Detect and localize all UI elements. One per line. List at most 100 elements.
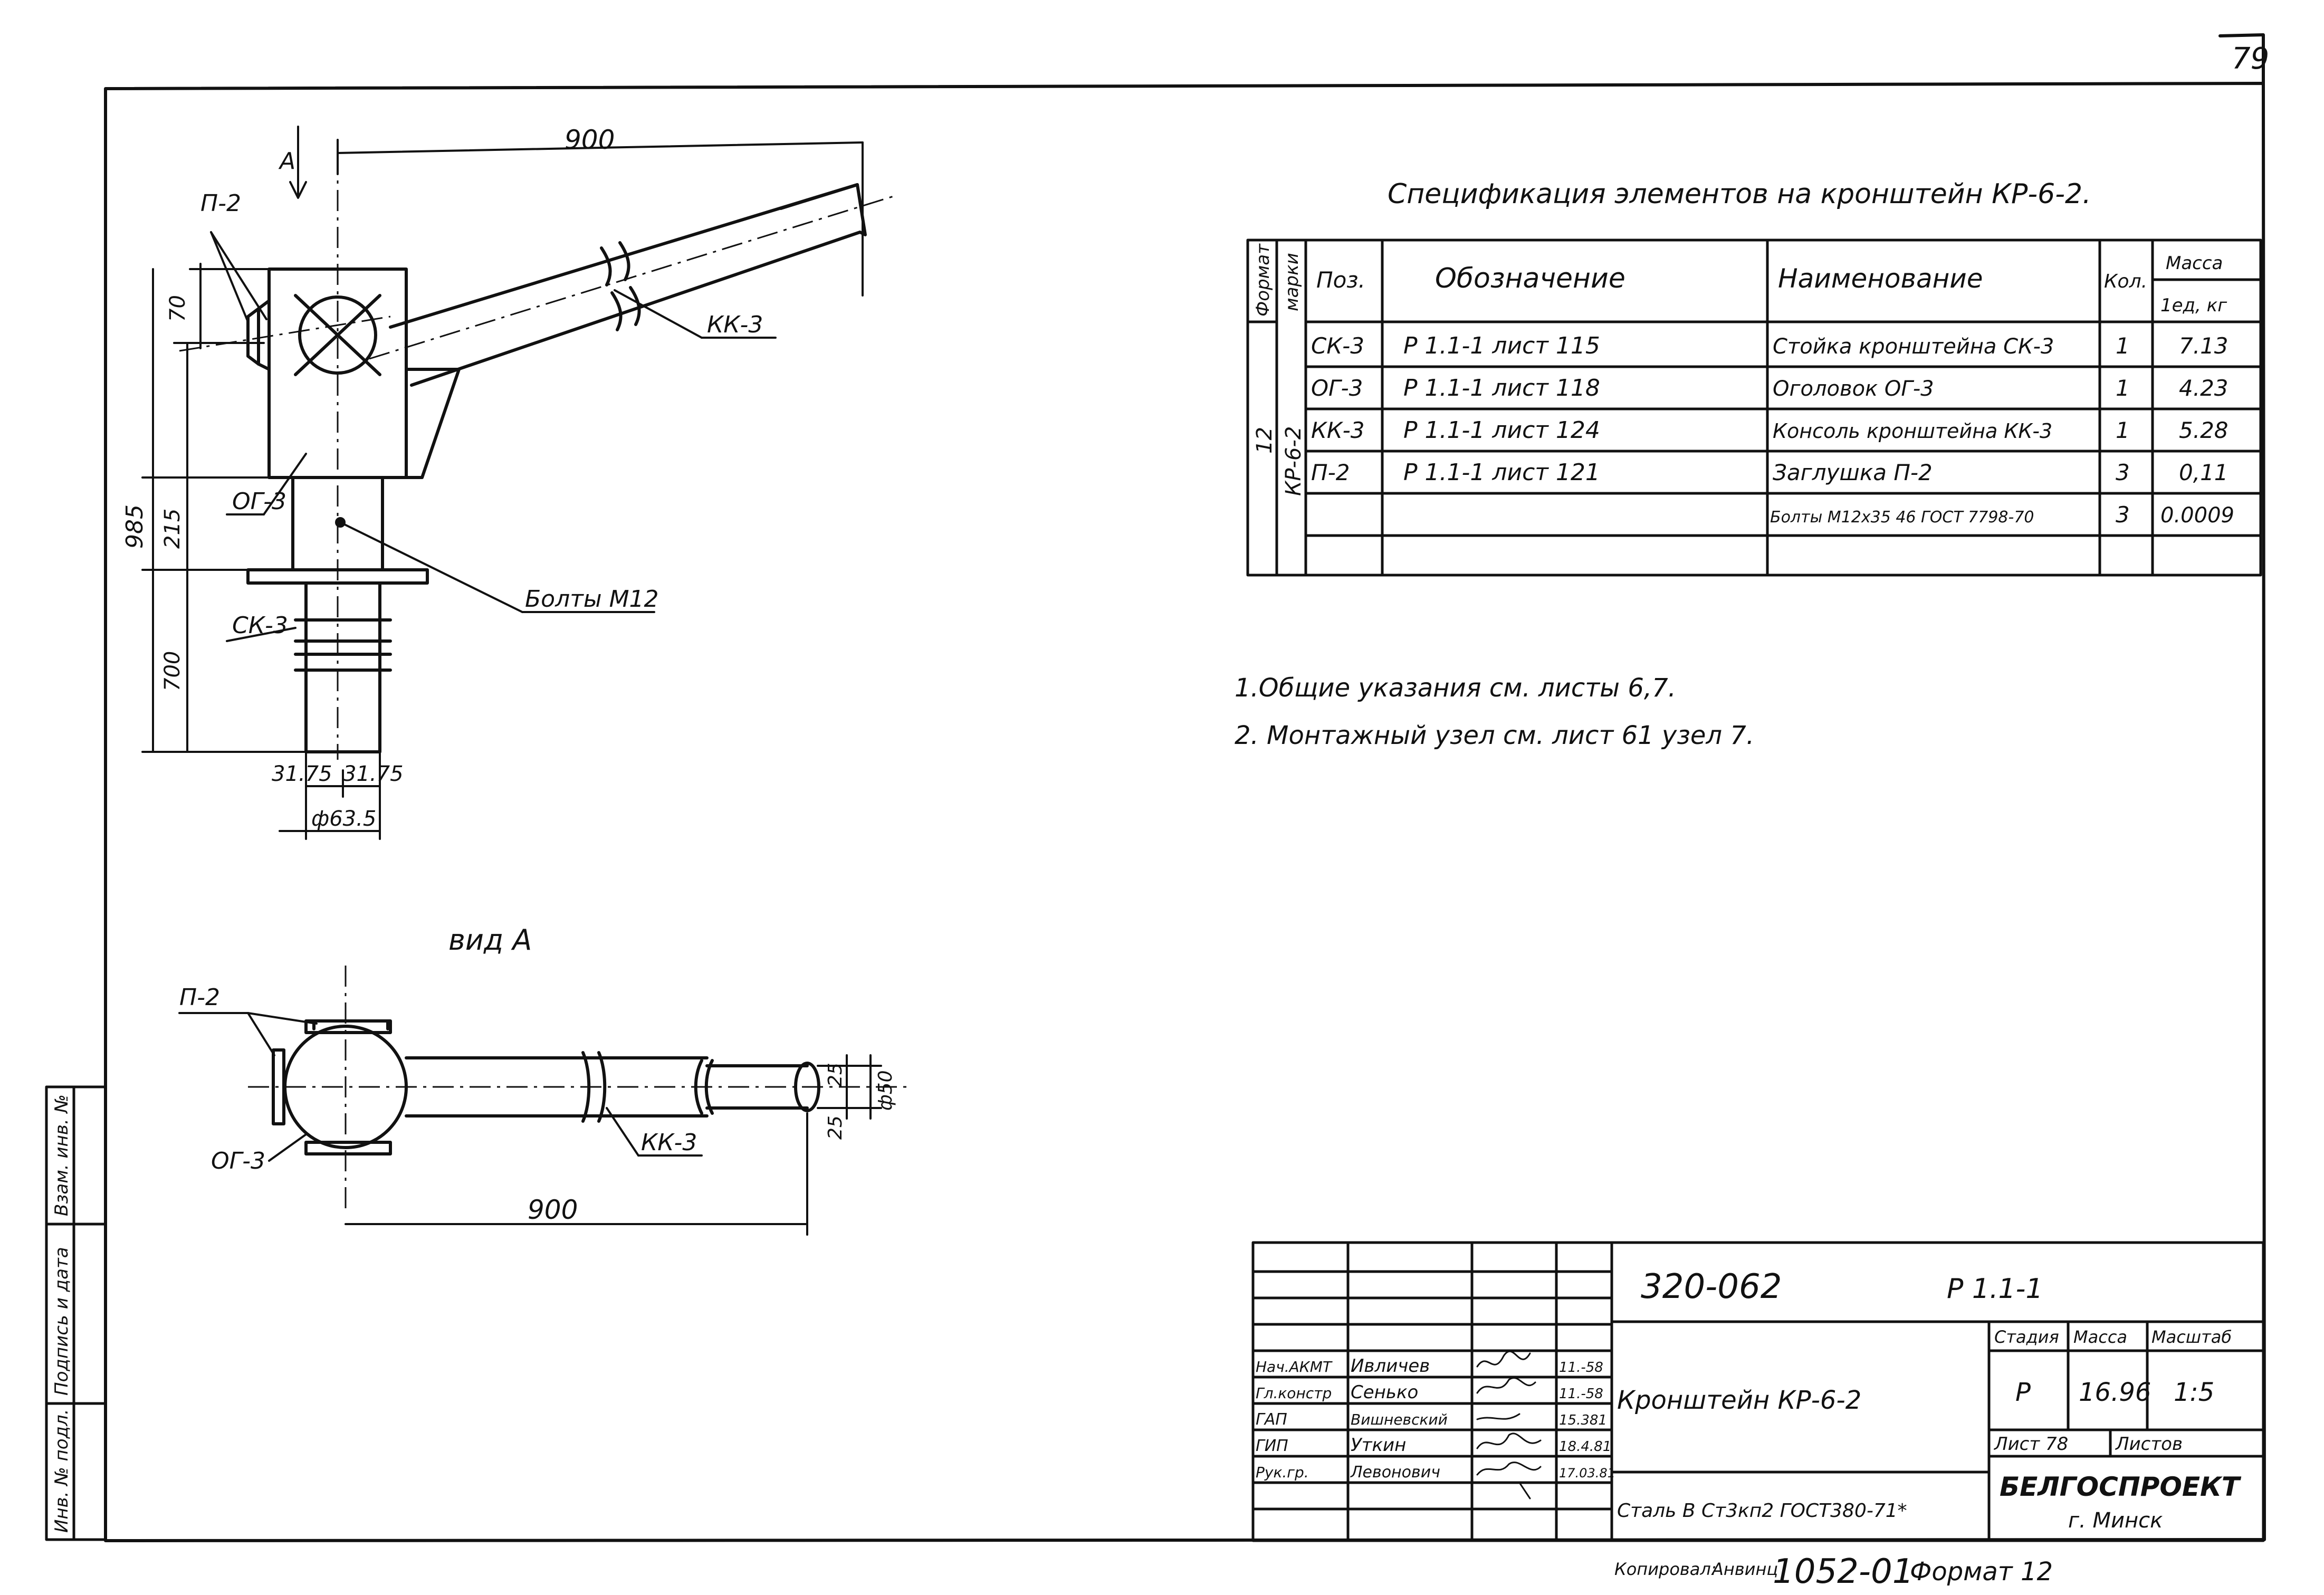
spec-header-format: Формат [1252, 243, 1274, 317]
label-bolts-side: Болты М12 [525, 586, 659, 613]
side-view-centerlines [179, 153, 897, 760]
spec-title: Спецификация элементов на кронштейн КР-6… [1388, 178, 2091, 210]
spec-header-designation: Обозначение [1435, 263, 1625, 294]
dim-700: 700 [160, 651, 185, 691]
org-name: БЕЛГОСПРОЕКТ [2000, 1472, 2242, 1502]
view-a-title: вид А [448, 923, 532, 957]
label-kk3-side: КК-3 [707, 311, 763, 338]
spec-row-2-pos: ОГ-3 [1311, 375, 1363, 401]
dim-25-bottom: 25 [825, 1115, 846, 1140]
person-4-role: ГИП [1256, 1437, 1288, 1455]
org-city: г. Минск [2068, 1508, 2163, 1533]
footer-code: 1052-01 [1773, 1552, 1914, 1591]
doc-series: Р 1.1-1 [1947, 1273, 2043, 1305]
sheet-label: Лист 78 [1993, 1434, 2068, 1455]
sheet-frame [104, 33, 2266, 1542]
signatures [1476, 1350, 1542, 1500]
spec-row-1-name: Стойка кронштейна СК-3 [1773, 335, 2054, 359]
person-3-name: Вишневский [1351, 1411, 1448, 1428]
plan-view-dimensions [178, 1012, 882, 1236]
strip-label-replace: Взам. инв. № [51, 1094, 72, 1216]
spec-row-1-qty: 1 [2116, 333, 2130, 359]
person-4-date: 18.4.81 [1559, 1439, 1611, 1455]
dim-25-top: 25 [825, 1063, 846, 1087]
person-5-name: Левонович [1350, 1463, 1440, 1482]
spec-header-name: Наименование [1778, 263, 1983, 294]
spec-format-cell: 12 [1252, 427, 1277, 454]
spec-header-marks: марки [1281, 253, 1303, 311]
spec-header-pos: Поз. [1316, 267, 1365, 293]
spec-row-5-mass: 0.0009 [2160, 503, 2234, 528]
person-2-date: 11.-58 [1559, 1386, 1603, 1402]
spec-row-3-qty: 1 [2116, 417, 2130, 443]
person-3-date: 15.381 [1559, 1412, 1607, 1428]
spec-mark-cell: КР-6-2 [1281, 426, 1306, 496]
spec-header-mass-2: 1ед, кг [2160, 295, 2227, 316]
spec-row-3-name: Консоль кронштейна КК-3 [1773, 419, 2052, 443]
spec-row-2-designation: Р 1.1-1 лист 118 [1403, 375, 1600, 402]
spec-table [1246, 238, 2262, 577]
spec-row-5-qty: 3 [2116, 502, 2130, 528]
person-5-role: Рук.гр. [1256, 1464, 1309, 1481]
header-stage: Стадия [1994, 1327, 2059, 1347]
material: Сталь В Ст3кп2 ГОСТ380-71* [1617, 1500, 1907, 1522]
sheet-number: 79 [2232, 42, 2269, 76]
footer-copier: Анвинц [1711, 1559, 1778, 1579]
dim-diameter-plan: ф50 [875, 1070, 896, 1111]
plan-view-centerlines [248, 966, 907, 1214]
label-og3-side: ОГ-3 [232, 488, 286, 515]
note-2: 2. Монтажный узел см. лист 61 узел 7. [1235, 721, 1754, 750]
header-mass: Масса [2073, 1327, 2127, 1347]
spec-row-5-name: Болты М12х35 46 ГОСТ 7798-70 [1770, 508, 2034, 527]
person-1-date: 11.-58 [1559, 1360, 1603, 1376]
doc-number: 320-062 [1641, 1267, 1782, 1306]
dim-985: 985 [121, 504, 148, 549]
person-1-role: Нач.АКМТ [1256, 1358, 1333, 1376]
spec-header-qty: Кол. [2104, 271, 2147, 292]
spec-row-2-name: Оголовок ОГ-3 [1773, 377, 1934, 401]
side-view [246, 183, 867, 753]
dim-31-75-left: 31.75 [272, 762, 332, 786]
spec-row-4-designation: Р 1.1-1 лист 121 [1403, 459, 1600, 486]
spec-row-1-designation: Р 1.1-1 лист 115 [1403, 332, 1600, 359]
person-3-role: ГАП [1256, 1410, 1287, 1429]
strip-label-sign: Подпись и дата [51, 1247, 72, 1396]
dim-900-plan: 900 [528, 1195, 578, 1225]
object-name: Кронштейн КР-6-2 [1617, 1386, 1861, 1415]
person-4-name: Уткин [1351, 1435, 1406, 1456]
spec-row-3-mass: 5.28 [2179, 417, 2229, 443]
side-view-dimensions [141, 126, 864, 840]
label-p2-side: П-2 [200, 190, 241, 217]
footer-copied: Копировал: [1614, 1559, 1717, 1579]
mass-value: 16.96 [2079, 1378, 2151, 1407]
label-kk3-plan: КК-3 [641, 1129, 697, 1156]
spec-row-3-pos: КК-3 [1311, 417, 1365, 443]
dim-diameter-side: ф63.5 [311, 807, 376, 831]
spec-row-4-name: Заглушка П-2 [1773, 460, 1933, 485]
scale-value: 1:5 [2174, 1378, 2214, 1407]
spec-row-4-qty: 3 [2116, 460, 2130, 485]
spec-row-2-qty: 1 [2116, 375, 2130, 401]
spec-row-4-mass: 0,11 [2179, 460, 2229, 485]
stage-value: Р [2015, 1378, 2031, 1407]
spec-row-1-mass: 7.13 [2179, 333, 2229, 359]
dim-31-75-right: 31.75 [343, 762, 404, 786]
person-2-name: Сенько [1351, 1382, 1418, 1403]
person-2-role: Гл.констр [1256, 1384, 1332, 1402]
dim-70: 70 [166, 295, 190, 322]
strip-label-inv: Инв. № подл. [51, 1409, 72, 1533]
spec-row-3-designation: Р 1.1-1 лист 124 [1403, 417, 1600, 444]
section-mark-a: А [278, 148, 295, 175]
spec-row-4-pos: П-2 [1311, 460, 1350, 485]
person-1-name: Ивличев [1351, 1355, 1430, 1377]
sheets-label: Листов [2115, 1434, 2183, 1455]
spec-row-2-mass: 4.23 [2179, 375, 2229, 401]
person-5-date: 17.03.81 [1559, 1466, 1615, 1481]
spec-row-1-pos: СК-3 [1311, 333, 1364, 359]
label-p2-plan: П-2 [179, 984, 220, 1011]
dim-900-side: 900 [565, 125, 615, 155]
footer-format: Формат 12 [1910, 1557, 2053, 1587]
dim-215: 215 [160, 509, 185, 549]
label-og3-plan: ОГ-3 [211, 1148, 265, 1174]
